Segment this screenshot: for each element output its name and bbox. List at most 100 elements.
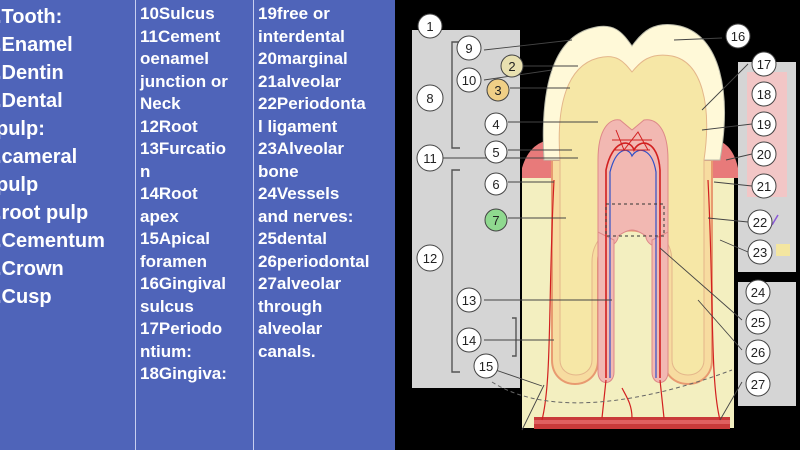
bracket-12 [451,169,460,373]
label-6: 6 [484,172,508,196]
label-number: 24 [751,285,765,300]
label-circle [500,54,524,78]
leader-lines [442,37,753,431]
legend-col2-line: apex [140,206,179,226]
legend-col3-line: interdental [258,26,345,46]
label-11: 11 [416,144,444,172]
label-16: 16 [725,23,751,49]
label-circle [416,84,444,112]
legend-col3-line: bone [258,161,299,181]
label-circle [456,67,482,93]
label-circle [745,279,771,305]
legend-col3-line: l ligament [258,116,338,136]
tooth-diagram-svg: 1234567891011121314151617181920212223242… [412,13,796,431]
label-20: 20 [751,141,777,167]
periodontal-vessel-right [707,179,721,421]
label-circle [416,244,444,272]
label-circle [745,339,771,365]
bone-pink-divider [771,214,779,226]
legend-col1-line: .root pulp [0,202,89,224]
label-1: 1 [417,13,443,39]
label-5: 5 [484,140,508,164]
label-21: 21 [751,173,777,199]
legend-col3-line: 26periodontal [258,251,370,271]
legend-col3-line: and nerves: [258,206,354,226]
dental-vein [609,149,657,378]
label-number: 3 [494,83,501,98]
label-26: 26 [745,339,771,365]
label-circle [484,172,508,196]
legend-col1-line: .Enamel [0,34,73,56]
label-circle [456,35,482,61]
legend-col3-line: through [258,296,323,316]
legend-col3-line: 25dental [258,229,327,248]
legend-col3-line: 24Vessels [258,184,340,203]
bracket-14 [512,317,517,357]
label-circle [751,173,777,199]
legend-col3-line: 27alveolar [258,274,342,293]
label-number: 9 [465,41,472,56]
legend-col2-line: oenamel [140,49,209,68]
label-circle [745,371,771,397]
legend-col2-line: junction or [140,71,228,91]
label-circle [751,111,777,137]
legend-col2-line: 12Root [140,116,198,136]
legend-col2-line: 13Furcatio [140,139,226,158]
label-number: 23 [753,245,767,260]
label-circles: 1234567891011121314151617181920212223242… [416,13,777,397]
legend-col3-line: 23Alveolar [258,139,344,158]
label-number: 11 [423,151,437,166]
legend-col1-line: pulp [0,174,39,196]
legend-col3-line: 22Periodonta [258,94,366,113]
label-circle [484,208,508,232]
legend-col3-line: alveolar [258,319,323,338]
label-24: 24 [745,279,771,305]
periodontal-vessel-left [541,179,555,421]
legend-table: .Tooth:.Enamel.Dentin.Dental pulp:.camer… [0,0,395,450]
label-19: 19 [751,111,777,137]
label-9: 9 [456,35,482,61]
label-number: 21 [757,179,771,194]
label-number: 14 [462,333,476,348]
label-25: 25 [745,309,771,335]
legend-col3-line: canals. [258,341,316,361]
label-number: 22 [753,215,767,230]
label-number: 12 [423,251,437,266]
label-22: 22 [747,209,773,235]
label-number: 10 [462,73,476,88]
legend-col2-line: 18Gingiva: [140,364,227,383]
label-circle [456,327,482,353]
label-number: 1 [426,19,433,34]
legend-col1-line: .Crown [0,258,64,280]
label-number: 4 [492,117,499,132]
label-8: 8 [416,84,444,112]
label-number: 13 [462,293,476,308]
label-circle [751,51,777,77]
legend-col2-line: 15Apical [140,229,210,248]
label-circle [747,239,773,265]
label-circle [416,144,444,172]
label-4: 4 [484,112,508,136]
label-number: 7 [492,213,499,228]
label-number: 15 [479,359,493,374]
label-27: 27 [745,371,771,397]
label-circle [745,309,771,335]
legend-col1-line: .cameral [0,146,78,168]
legend-col1-line: .Dental [0,90,63,112]
label-circle [747,209,773,235]
label-2: 2 [500,54,524,78]
label-circle [473,353,499,379]
label-17: 17 [751,51,777,77]
legend-col2-line: sulcus [140,296,194,316]
label-number: 2 [508,59,515,74]
label-circle [486,78,510,102]
label-number: 20 [757,147,771,162]
legend-col2-line: 16Gingival [140,274,226,293]
legend-col1-line: pulp: [0,118,45,140]
label-number: 16 [731,29,745,44]
legend-col2-line: 14Root [140,184,198,203]
legend-col2-line: foramen [140,251,208,271]
